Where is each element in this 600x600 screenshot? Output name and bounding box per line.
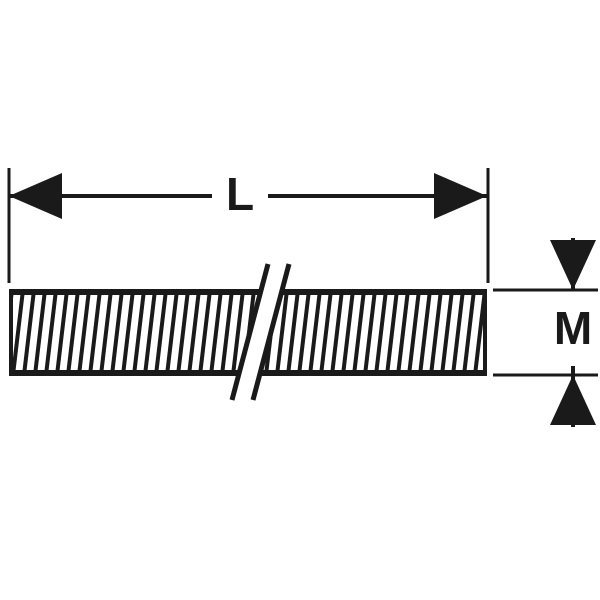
thread-hatch-line — [385, 290, 399, 375]
thread-hatch-line — [374, 290, 388, 375]
diameter-dimension: M — [550, 238, 596, 427]
thread-hatch-line — [0, 290, 1, 375]
thread-hatch-line — [484, 349, 487, 375]
thread-hatch-line — [341, 290, 355, 375]
thread-hatch-line — [198, 290, 212, 375]
break-slash-right — [250, 263, 292, 401]
length-arrow-right — [434, 173, 487, 219]
thread-hatch-line — [275, 290, 289, 375]
thread-hatch-line — [154, 290, 168, 375]
thread-hatch-line — [77, 290, 91, 375]
thread-hatch-line — [55, 290, 69, 375]
thread-hatching — [0, 290, 529, 375]
thread-hatch-line — [231, 290, 245, 375]
thread-hatch-line — [451, 290, 465, 375]
thread-hatch-line — [462, 290, 476, 375]
thread-hatch-line — [286, 290, 300, 375]
thread-hatch-line — [44, 290, 58, 375]
thread-hatch-line — [396, 290, 410, 375]
break-symbol — [229, 263, 292, 401]
thread-hatch-line — [319, 290, 333, 375]
thread-hatch-line — [121, 290, 135, 375]
thread-hatch-line — [132, 290, 146, 375]
thread-hatch-line — [418, 290, 432, 375]
diameter-dimension-label: M — [554, 302, 592, 354]
thread-hatch-line — [22, 290, 36, 375]
thread-hatch-line — [363, 290, 377, 375]
length-dimension: L — [9, 168, 487, 220]
thread-hatch-line — [143, 290, 157, 375]
threaded-rod-body — [0, 289, 529, 376]
thread-hatch-line — [209, 290, 223, 375]
thread-hatch-line — [519, 290, 529, 375]
thread-hatch-line — [66, 290, 80, 375]
thread-hatch-line — [110, 290, 124, 375]
thread-hatch-line — [99, 290, 113, 375]
thread-hatch-line — [407, 290, 421, 375]
thread-hatch-line — [497, 290, 507, 375]
thread-hatch-line — [176, 290, 190, 375]
diameter-arrow-top — [550, 240, 596, 290]
thread-hatch-line — [88, 290, 102, 375]
break-slash-left — [229, 263, 271, 401]
thread-hatch-line — [187, 290, 201, 375]
length-dimension-label: L — [226, 168, 254, 220]
thread-hatch-line — [352, 290, 366, 375]
thread-hatch-line — [440, 290, 454, 375]
thread-hatch-line — [11, 290, 25, 375]
thread-hatch-line — [330, 290, 344, 375]
thread-hatch-line — [508, 290, 518, 375]
thread-hatch-line — [33, 290, 47, 375]
thread-hatch-line — [220, 290, 234, 375]
thread-hatch-line — [253, 290, 267, 375]
length-arrow-left — [9, 173, 62, 219]
thread-hatch-line — [429, 290, 443, 375]
thread-hatch-line — [297, 290, 311, 375]
thread-hatch-line — [308, 290, 322, 375]
thread-hatch-line — [165, 290, 179, 375]
